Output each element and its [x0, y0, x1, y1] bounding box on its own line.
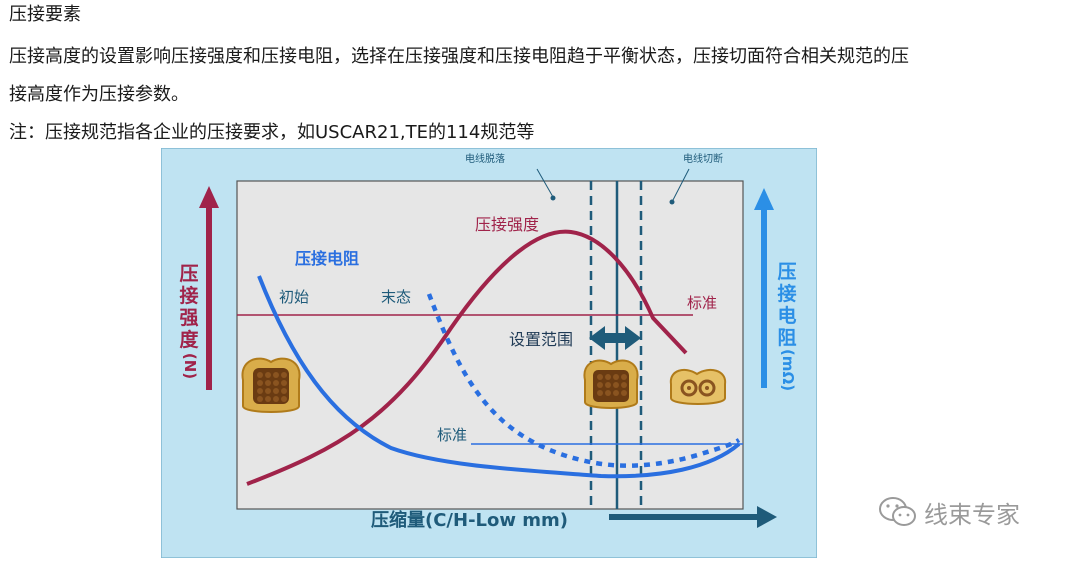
resistance-axis-label-1: 压: [777, 261, 796, 283]
x-axis-arrow-head: [757, 506, 777, 528]
body-text-line-2: 接高度作为压接参数。: [9, 84, 189, 105]
resistance-axis-label-3: 电: [777, 304, 796, 327]
watermark: 线束专家: [878, 494, 1020, 530]
body-text-line-1: 压接高度的设置影响压接强度和压接电阻，选择在压接强度和压接电阻趋于平衡状态，压接…: [9, 46, 909, 67]
resistance-axis-label-2: 接: [777, 283, 796, 305]
wire-cut-dot: [669, 199, 675, 205]
resistance-axis-label-4: 阻: [777, 327, 796, 349]
strength-axis-label-1: 压: [179, 263, 198, 285]
wire-pullout-dot: [550, 195, 556, 201]
plot-area: [236, 180, 744, 510]
resistance-curve-final: [426, 293, 741, 468]
wire-pullout-label: 电线脱落: [465, 152, 505, 165]
watermark-text: 线束专家: [924, 500, 1020, 529]
strength-axis-arrow-head: [199, 186, 219, 208]
wire-cut-label: 电线切断: [683, 152, 723, 165]
initial-state-label: 初始: [279, 288, 309, 306]
resistance-standard-label: 标准: [437, 426, 467, 444]
resistance-axis-unit: (mΩ): [779, 349, 797, 391]
crimp-section-optimal: [583, 359, 639, 409]
strength-axis-unit: (N): [181, 353, 199, 379]
setting-range-label: 设置范围: [509, 330, 573, 349]
strength-standard-label: 标准: [687, 294, 717, 312]
strength-axis-label-3: 强: [179, 307, 198, 329]
wire-cut-leader: [672, 168, 690, 201]
crimp-diagram: 压 接 强 度 (N) 压 接 电 阻 (mΩ) 电线脱落 电线切断 标准 标准…: [161, 148, 817, 558]
wechat-icon: [879, 497, 916, 526]
crimp-height-figure: 压 接 强 度 (N) 压 接 电 阻 (mΩ) 电线脱落 电线切断 标准 标准…: [161, 148, 817, 558]
wire-pullout-leader: [536, 168, 554, 198]
crimp-section-overcrimped: [669, 368, 727, 405]
strength-curve: [246, 229, 688, 486]
resistance-curve-label: 压接电阻: [295, 249, 359, 268]
strength-axis-label-2: 接: [179, 285, 198, 307]
setting-range-double-arrow: [589, 326, 641, 350]
section-title: 压接要素: [9, 4, 81, 25]
resistance-axis-arrow-head: [754, 188, 774, 210]
crimp-section-initial: [241, 357, 301, 413]
resistance-curve-initial: [257, 275, 741, 479]
strength-curve-label: 压接强度: [475, 215, 539, 234]
x-axis-label: 压缩量(C/H-Low mm): [371, 509, 568, 531]
strength-axis-label-4: 度: [179, 328, 199, 351]
final-state-label: 末态: [381, 288, 411, 306]
note-text: 注：压接规范指各企业的压接要求，如USCAR21,TE的114规范等: [9, 122, 535, 143]
